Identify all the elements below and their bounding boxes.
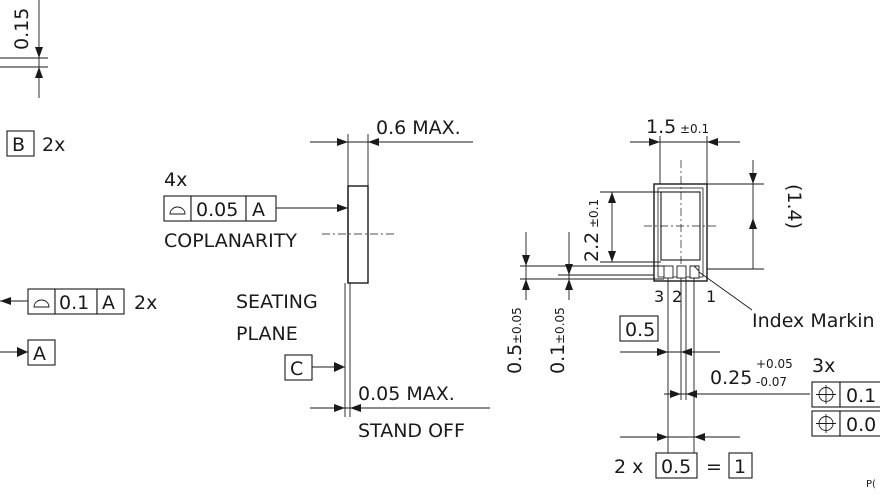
pad-width-nominal: 0.25 (710, 367, 752, 389)
top-view: 1.5 ±0.1 (1.4) 2.2 ±0.1 0.5 ±0.05 0.1 ±0… (504, 116, 880, 490)
position-tolerance-1: 0.1 (846, 385, 876, 407)
arrow-icon (350, 404, 361, 412)
datum-b-count: 2x (42, 134, 65, 156)
coplanarity-tolerance-box (190, 195, 247, 222)
pin-number-1: 1 (706, 287, 716, 306)
arrow-icon (657, 433, 668, 441)
pad-gap-nominal: 0.1 (547, 344, 569, 374)
side-view-body (347, 185, 369, 284)
coplanarity-datum-label: A (252, 199, 265, 221)
arrow-icon (608, 251, 616, 262)
arrow-icon (686, 390, 697, 398)
datum-c-box (284, 354, 313, 381)
position-tolerance-box-2 (839, 410, 880, 437)
height-reference: (1.4) (783, 184, 805, 229)
arrow-icon (565, 264, 573, 275)
pin-number-2: 2 (672, 287, 682, 306)
pitch-total: 1 (734, 456, 746, 478)
pad-gap-tolerance: ±0.05 (553, 307, 567, 344)
drawing-code-fragment: P( (866, 479, 876, 490)
datum-triangle-icon (17, 347, 28, 357)
arrow-icon (749, 173, 757, 184)
arrow-icon (35, 47, 43, 58)
left-fragment: 0.15 B 2x 0.1 A 2x A (0, 0, 157, 366)
arrow-icon (565, 279, 573, 290)
standoff-value: 0.05 MAX. (358, 383, 455, 405)
standoff-label: STAND OFF (358, 420, 465, 442)
pad-width-tolerance-minus: -0.07 (756, 375, 787, 389)
arrow-icon (657, 348, 668, 356)
pin-number-3: 3 (654, 287, 664, 306)
surface-profile-icon (33, 299, 50, 308)
pad-3 (663, 265, 674, 279)
profile-tolerance-value: 0.1 (59, 292, 89, 314)
arrow-icon (337, 138, 348, 146)
arrow-icon (337, 204, 348, 212)
seating-label-line-1: SEATING (236, 291, 318, 313)
datum-a-box (27, 339, 56, 366)
pitch-value: 0.5 (661, 456, 691, 478)
width-tolerance: ±0.1 (680, 122, 709, 136)
surface-profile-icon (169, 206, 186, 215)
arrow-icon (334, 404, 345, 412)
position-tolerance-2: 0.0 (846, 414, 876, 436)
width-nominal: 1.5 (646, 116, 676, 138)
coplanarity-label: COPLANARITY (164, 230, 297, 252)
pad-width-tolerance-plus: +0.05 (756, 357, 793, 371)
dim-015-label: 0.15 (11, 8, 33, 50)
pad-height-nominal: 0.5 (504, 344, 526, 374)
side-view: 0.6 MAX. 4x 0.05 A COPLANARITY SEATING P… (163, 117, 490, 442)
arrow-icon (0, 297, 11, 305)
datum-c-label: C (290, 358, 303, 380)
position-tolerance-box-1 (839, 381, 880, 408)
arrow-icon (368, 138, 379, 146)
profile-symbol-box (27, 288, 56, 315)
arrow-icon (608, 192, 616, 203)
pitch-box-value: 0.5 (625, 319, 655, 341)
pitch-total-box (728, 452, 753, 479)
inner-height-tolerance: ±0.1 (587, 199, 601, 228)
arrow-icon (649, 138, 660, 146)
pitch-value-box (655, 452, 698, 479)
arrow-icon (35, 67, 43, 78)
arrow-icon (707, 138, 718, 146)
profile-datum-box (96, 288, 125, 315)
arrow-icon (694, 433, 705, 441)
pad-1 (689, 265, 700, 279)
pitch-prefix: 2 x (614, 456, 643, 478)
profile-datum-label: A (102, 292, 115, 314)
arrow-icon (522, 255, 530, 266)
datum-b-label: B (12, 134, 25, 156)
coplanarity-symbol-box (163, 195, 192, 222)
arrow-icon (749, 218, 757, 229)
pad-2 (676, 265, 687, 279)
inner-height-nominal: 2.2 (581, 232, 603, 262)
arrow-icon (522, 279, 530, 290)
index-marking-leader (698, 271, 753, 311)
coplanarity-count: 4x (164, 169, 187, 191)
datum-triangle-icon (334, 362, 345, 372)
seating-label-line-2: PLANE (236, 323, 298, 345)
position-count: 3x (812, 355, 835, 377)
index-marking-label: Index Markin (752, 310, 875, 332)
arrow-icon (670, 390, 681, 398)
arrow-icon (681, 348, 692, 356)
max-thickness-label: 0.6 MAX. (376, 117, 461, 139)
datum-b-box (6, 130, 35, 157)
pitch-box (619, 315, 659, 342)
profile-count: 2x (134, 292, 157, 314)
datum-a-label: A (33, 343, 46, 365)
pitch-equals: = (706, 456, 722, 478)
pad-height-tolerance: ±0.05 (510, 307, 524, 344)
coplanarity-tolerance-value: 0.05 (196, 199, 238, 221)
coplanarity-datum-box (245, 195, 277, 222)
